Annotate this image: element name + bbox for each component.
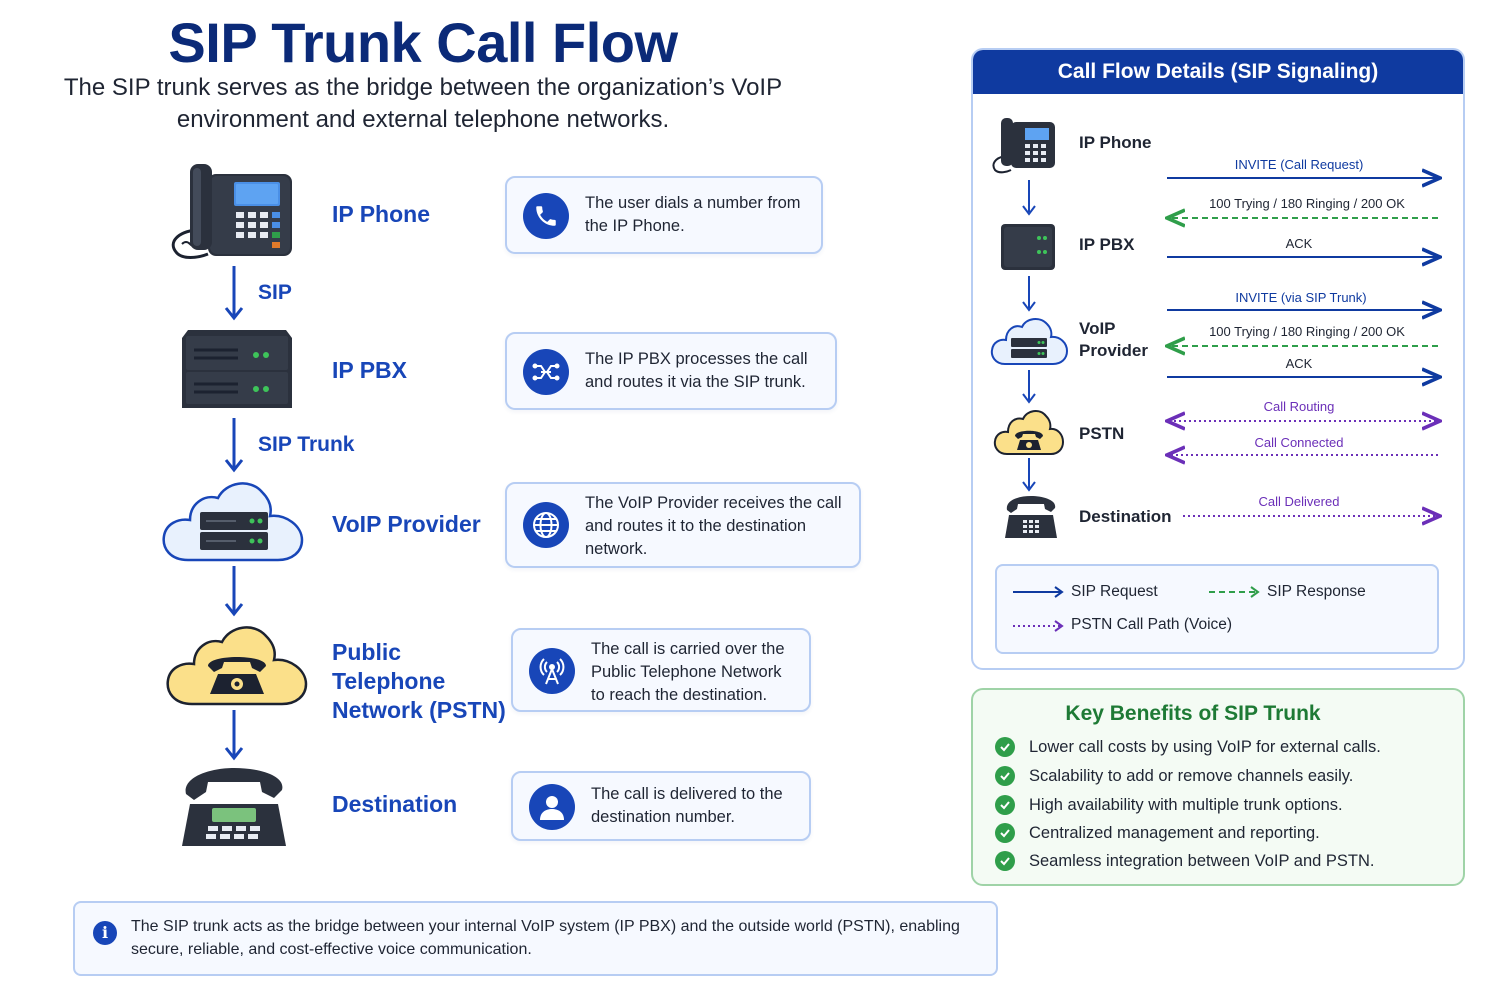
message-label: Call Delivered: [1258, 494, 1340, 509]
user-icon: [529, 784, 575, 830]
details-node-ip-pbx: IP PBX: [1079, 235, 1135, 254]
message-label: Call Connected: [1254, 435, 1344, 450]
step-card-ip-phone: The user dials a number from the IP Phon…: [505, 176, 823, 254]
page-subtitle: The SIP trunk serves as the bridge betwe…: [63, 74, 783, 133]
details-node-ip-phone: IP Phone: [1079, 133, 1152, 152]
pstn-cloud-icon: [993, 410, 1065, 455]
benefit-item: Seamless integration between VoIP and PS…: [995, 850, 1375, 872]
connector-label-sip: SIP: [258, 281, 292, 304]
step-description: The user dials a number from the IP Phon…: [585, 194, 801, 235]
benefit-item: Scalability to add or remove channels ea…: [995, 765, 1353, 787]
destination-phone-icon: [1005, 496, 1057, 538]
check-circle-icon: [995, 766, 1015, 786]
key-benefits-panel: Key Benefits of SIP Trunk Lower call cos…: [971, 688, 1465, 886]
benefit-item: Centralized management and reporting.: [995, 822, 1320, 844]
legend: SIP Request SIP Response PSTN Call Path …: [995, 564, 1439, 654]
message-label: INVITE (Call Request): [1234, 157, 1364, 172]
details-panel-title: Call Flow Details (SIP Signaling): [973, 50, 1463, 94]
benefit-text: Centralized management and reporting.: [1029, 823, 1320, 842]
arrow-down-icon: [224, 266, 244, 321]
message-label: 100 Trying / 180 Ringing / 200 OK: [1209, 196, 1405, 211]
legend-request-label: SIP Request: [1071, 583, 1158, 600]
ip-phone-icon: [992, 118, 1055, 174]
message-label: INVITE (via SIP Trunk): [1235, 290, 1367, 305]
message-label: Call Routing: [1263, 399, 1335, 414]
legend-response-label: SIP Response: [1267, 583, 1366, 600]
benefits-title: Key Benefits of SIP Trunk: [1065, 702, 1321, 725]
ip-pbx-icon: [1001, 224, 1055, 270]
info-note: i The SIP trunk acts as the bridge betwe…: [73, 901, 998, 976]
check-circle-icon: [995, 851, 1015, 871]
info-icon: i: [93, 921, 117, 945]
arrow-down-icon: [1022, 458, 1036, 492]
voip-provider-cloud-icon: [990, 318, 1069, 365]
sip-message-arrows: [973, 50, 1465, 550]
ip-pbx-icon: [182, 330, 292, 408]
benefit-text: High availability with multiple trunk op…: [1029, 795, 1343, 814]
phone-icon: [523, 193, 569, 239]
legend-response-line: [1209, 586, 1260, 598]
info-note-text: The SIP trunk acts as the bridge between…: [131, 918, 960, 958]
check-circle-icon: [995, 795, 1015, 815]
network-routing-icon: [523, 349, 569, 395]
connector-label-sip-trunk: SIP Trunk: [258, 433, 355, 456]
globe-icon: [523, 502, 569, 548]
page-title: SIP Trunk Call Flow: [168, 11, 678, 74]
benefit-item: High availability with multiple trunk op…: [995, 794, 1343, 816]
legend-pstn-label: PSTN Call Path (Voice): [1071, 616, 1233, 633]
step-description: The call is carried over the Public Tele…: [591, 640, 785, 704]
arrow-down-icon: [224, 710, 244, 761]
radio-tower-icon: [529, 648, 575, 694]
benefit-text: Scalability to add or remove channels ea…: [1029, 766, 1354, 785]
step-description: The call is delivered to the destination…: [591, 785, 783, 826]
call-flow-details-panel: Call Flow Details (SIP Signaling) IP Pho…: [971, 48, 1465, 670]
details-node-voip-provider: VoIP Provider: [1079, 319, 1148, 360]
node-label-destination: Destination: [332, 791, 458, 817]
arrow-down-icon: [1022, 180, 1036, 216]
node-label-ip-pbx: IP PBX: [332, 357, 407, 383]
voip-provider-cloud-icon: [162, 482, 304, 562]
details-node-destination: Destination: [1079, 507, 1172, 526]
step-card-destination: The call is delivered to the destination…: [511, 771, 811, 841]
node-label-pstn: Public Telephone Network (PSTN): [332, 639, 506, 723]
arrow-down-icon: [1022, 276, 1036, 312]
arrow-down-icon: [1022, 370, 1036, 404]
arrow-down-icon: [224, 566, 244, 617]
step-card-pstn: The call is carried over the Public Tele…: [511, 628, 811, 712]
check-circle-icon: [995, 823, 1015, 843]
arrow-down-icon: [224, 418, 244, 473]
message-label: ACK: [1285, 236, 1313, 251]
destination-phone-icon: [182, 768, 286, 846]
benefit-text: Seamless integration between VoIP and PS…: [1029, 851, 1375, 870]
check-circle-icon: [995, 737, 1015, 757]
pstn-cloud-icon: [166, 626, 308, 706]
ip-phone-icon: [171, 164, 292, 259]
message-label: 100 Trying / 180 Ringing / 200 OK: [1209, 324, 1405, 339]
legend-request-line: [1013, 586, 1064, 598]
benefit-item: Lower call costs by using VoIP for exter…: [995, 736, 1381, 758]
step-card-ip-pbx: The IP PBX processes the call and routes…: [505, 332, 837, 410]
message-label: ACK: [1285, 356, 1313, 371]
node-label-voip-provider: VoIP Provider: [332, 511, 481, 537]
step-description: The IP PBX processes the call and routes…: [585, 350, 808, 391]
step-description: The VoIP Provider receives the call and …: [585, 494, 842, 558]
step-card-voip-provider: The VoIP Provider receives the call and …: [505, 482, 861, 568]
node-label-ip-phone: IP Phone: [332, 201, 430, 227]
details-node-pstn: PSTN: [1079, 424, 1125, 443]
benefit-text: Lower call costs by using VoIP for exter…: [1029, 737, 1381, 756]
legend-pstn-line: [1013, 620, 1064, 632]
